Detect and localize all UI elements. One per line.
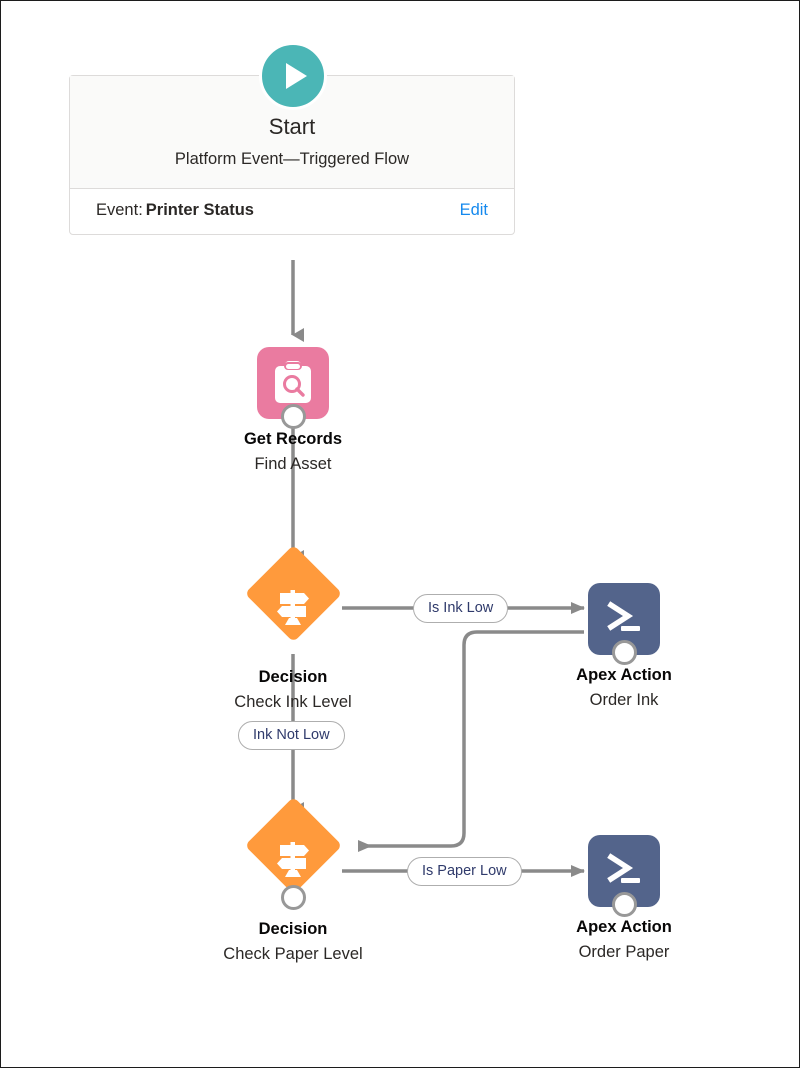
decision-ink-type-label: Decision: [258, 668, 328, 686]
decision-paper-name: Check Paper Level: [223, 945, 363, 963]
apex-paper-icon-wrap: [588, 835, 660, 917]
node-apex-action-order-paper[interactable]: Apex Action Order Paper: [549, 835, 699, 964]
get-records-connector-dot[interactable]: [280, 404, 306, 429]
decision-ink-name: Check Ink Level: [234, 693, 352, 711]
apex-ink-type-label: Apex Action: [576, 666, 672, 684]
decision-ink-icon-wrap: [243, 544, 343, 657]
start-event-row: Event:Printer Status Edit: [70, 189, 514, 234]
decision-paper-icon-wrap: [243, 796, 343, 910]
connector-label-ink-not-low[interactable]: Ink Not Low: [238, 721, 345, 750]
apex-ink-icon-wrap: [588, 583, 660, 665]
node-decision-check-paper-level[interactable]: Decision Check Paper Level: [218, 796, 368, 966]
apex-paper-type-label: Apex Action: [576, 918, 672, 936]
apex-ink-name: Order Ink: [589, 691, 659, 709]
connector-label-is-ink-low[interactable]: Is Ink Low: [413, 594, 509, 623]
start-event-text: Event:Printer Status: [96, 201, 254, 220]
get-records-type-label: Get Records: [243, 430, 343, 448]
start-element-card[interactable]: Start Platform Event—Triggered Flow Even…: [69, 75, 515, 235]
start-event-value: Printer Status: [145, 201, 254, 219]
node-decision-check-ink-level[interactable]: Decision Check Ink Level: [218, 544, 368, 714]
apex-paper-name: Order Paper: [578, 943, 670, 961]
start-title: Start: [268, 114, 316, 139]
apex-ink-connector-dot[interactable]: [611, 640, 637, 665]
play-icon[interactable]: [259, 42, 327, 110]
signpost-icon: [271, 586, 315, 630]
connector-label-is-paper-low[interactable]: Is Paper Low: [407, 857, 522, 886]
decision-paper-type-label: Decision: [258, 920, 328, 938]
start-subtitle: Platform Event—Triggered Flow: [174, 150, 410, 168]
node-get-records[interactable]: Get Records Find Asset: [218, 347, 368, 476]
start-edit-link[interactable]: Edit: [459, 201, 488, 219]
play-triangle-glyph: [285, 63, 307, 89]
node-apex-action-order-ink[interactable]: Apex Action Order Ink: [549, 583, 699, 712]
start-event-label: Event:: [96, 201, 143, 219]
get-records-name: Find Asset: [254, 455, 332, 473]
connector-order-ink-to-decision-paper: [358, 630, 584, 852]
apex-paper-connector-dot[interactable]: [611, 892, 637, 917]
decision-paper-connector-dot[interactable]: [280, 885, 306, 910]
signpost-icon: [271, 838, 315, 882]
get-records-icon-wrap: [257, 347, 329, 429]
